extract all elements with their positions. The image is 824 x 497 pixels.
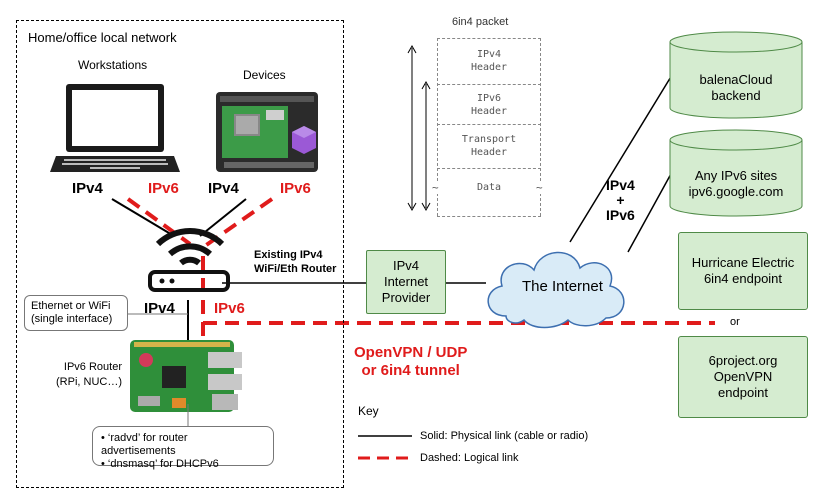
key-title: Key (358, 404, 379, 418)
sixproject-box: 6project.org OpenVPN endpoint (678, 336, 808, 418)
balena-line1: balenaCloud (699, 72, 773, 87)
key-solid-label: Solid: Physical link (cable or radio) (420, 430, 589, 442)
workstations-label: Workstations (78, 58, 148, 72)
ethernet-callout-line2: (single interface) (31, 313, 113, 325)
packet-ipv4-line2: Header (470, 62, 508, 73)
raspberry-pi-icon (130, 340, 242, 412)
dev-board-icon (216, 92, 318, 172)
wifi-router-icon (148, 228, 230, 292)
workstation-ipv4-link (111, 198, 175, 237)
packet-tilde-right: ~ (536, 181, 543, 194)
he-line2: 6in4 endpoint (703, 271, 783, 286)
device-ipv4-label: IPv4 (208, 180, 239, 197)
sixproject-line2: OpenVPN (713, 369, 773, 384)
workstation-ipv6-label: IPv6 (148, 180, 179, 197)
packet-transport-header: Transport Header (437, 133, 541, 159)
ipv6-router-line2: (RPi, NUC…) (56, 376, 122, 388)
router-ipv4-label: IPv4 (144, 300, 175, 317)
services-callout: • ‘radvd’ for router advertisements • ‘d… (92, 426, 274, 470)
services-line1: • ‘radvd’ for router advertisements (101, 432, 188, 457)
ethernet-callout-pointer (128, 313, 188, 315)
internet-to-balena-link (569, 74, 673, 243)
tunnel-line2: or 6in4 tunnel (361, 362, 460, 379)
home-network-boundary (16, 20, 344, 488)
hurricane-electric-box: Hurricane Electric 6in4 endpoint (678, 232, 808, 310)
packet-transport-line2: Header (470, 147, 508, 158)
tunnel-label: OpenVPN / UDP or 6in4 tunnel (354, 344, 467, 380)
isp-line3: Provider (381, 290, 431, 305)
database-cylinder-icon (669, 31, 803, 119)
key-dashed-label: Dashed: Logical link (420, 452, 519, 464)
services-callout-pointer (187, 404, 189, 426)
router-label-line1: Existing IPv4 (254, 249, 323, 261)
ipv6-router-line1: IPv6 Router (63, 361, 122, 373)
router-label: Existing IPv4 WiFi/Eth Router (254, 248, 336, 276)
or-label: or (730, 316, 740, 328)
packet-ipv6-line1: IPv6 (476, 93, 502, 104)
sixproject-line3: endpoint (718, 385, 768, 400)
key-swatches (358, 435, 412, 460)
packet-transport-line1: Transport (461, 134, 517, 145)
ethernet-callout-line1: Ethernet or WiFi (31, 300, 111, 312)
ipv6sites-label: Any IPv6 sites ipv6.google.com (668, 168, 804, 200)
isp-box: IPv4 Internet Provider (366, 250, 446, 314)
packet-ipv4-header: IPv4 Header (437, 48, 541, 74)
packet-data: Data (476, 182, 502, 193)
packet-caption: 6in4 packet (452, 16, 509, 28)
balena-label: balenaCloud backend (668, 72, 804, 104)
sixproject-line1: 6project.org (708, 353, 778, 368)
internet-to-ipv6sites-link (627, 171, 673, 253)
balena-line2: backend (711, 88, 761, 103)
router-label-line2: WiFi/Eth Router (254, 263, 337, 275)
workstation-ipv4-label: IPv4 (72, 180, 103, 197)
devices-label: Devices (243, 68, 286, 82)
packet-ipv4-line1: IPv4 (476, 49, 502, 60)
internet-ipv6: IPv6 (606, 207, 635, 223)
database-cylinder-icon (669, 129, 803, 217)
laptop-icon (50, 84, 180, 172)
internet-label: The Internet (522, 278, 603, 295)
workstation-ipv6-link (126, 197, 192, 246)
services-line2: • ‘dnsmasq’ for DHCPv6 (101, 458, 219, 470)
ipv6-router-label: IPv6 Router (RPi, NUC…) (56, 360, 122, 390)
home-network-title: Home/office local network (28, 30, 177, 45)
internet-protocols-label: IPv4 + IPv6 (606, 178, 635, 223)
cloud-icon (487, 251, 625, 329)
isp-line1: IPv4 (392, 258, 419, 273)
internet-plus: + (616, 192, 625, 208)
isp-line2: Internet (383, 274, 429, 289)
he-line1: Hurricane Electric (691, 255, 795, 270)
device-ipv4-link (199, 198, 247, 237)
router-ipv6-label: IPv6 (214, 300, 245, 317)
internet-ipv4: IPv4 (606, 177, 635, 193)
packet-ipv6-line2: Header (470, 106, 508, 117)
packet-ipv6-header: IPv6 Header (437, 92, 541, 118)
ipv6sites-line2: ipv6.google.com (688, 184, 784, 199)
packet-diagram (437, 38, 541, 216)
ipv6sites-line1: Any IPv6 sites (694, 168, 778, 183)
tunnel-line1: OpenVPN / UDP (354, 344, 468, 361)
device-ipv6-label: IPv6 (280, 180, 311, 197)
ethernet-callout: Ethernet or WiFi (single interface) (24, 295, 128, 331)
packet-tilde-left: ~ (432, 181, 439, 194)
